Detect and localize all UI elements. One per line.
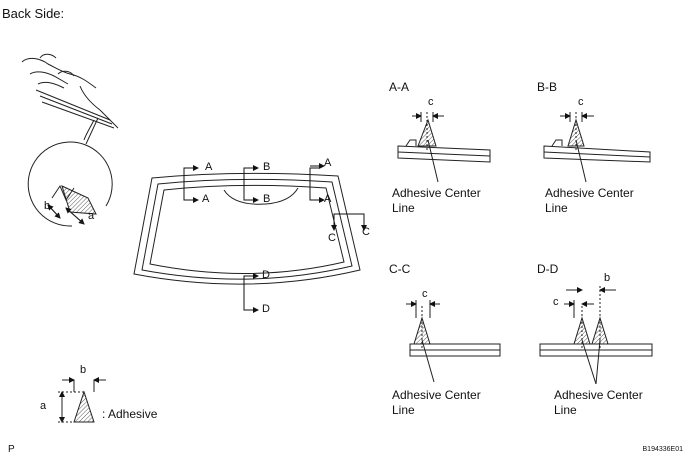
- section-aa-title: A-A: [389, 80, 410, 94]
- cut-label-a-right-top: A: [324, 157, 332, 169]
- windshield-outline: [133, 172, 361, 285]
- section-bb-center-line-label: Adhesive Center Line: [545, 186, 634, 215]
- figure-id: B194336E01: [642, 446, 683, 453]
- legend-adhesive-text: : Adhesive: [102, 407, 158, 421]
- section-cut-marks: [183, 163, 367, 313]
- magnified-bead-detail: [27, 141, 113, 227]
- cut-label-b-bottom: B: [263, 193, 271, 205]
- section-dd-b-label: b: [604, 272, 611, 284]
- adhesive-legend-symbol: [58, 377, 106, 423]
- cut-label-d-bottom: D: [262, 303, 270, 315]
- section-cc-title: C-C: [389, 262, 411, 276]
- section-dd-c-label: c: [553, 296, 559, 308]
- section-aa-c-label: c: [428, 96, 434, 108]
- legend-b-label: b: [80, 364, 87, 376]
- cut-label-b-top: B: [263, 161, 271, 173]
- section-bb-drawing: [543, 112, 651, 183]
- legend-a-label: a: [40, 400, 47, 412]
- section-dd-center-line-label: Adhesive Center Line: [554, 388, 643, 417]
- section-cc-center-line-label: Adhesive Center Line: [392, 388, 481, 417]
- section-aa-center-line-label: Adhesive Center Line: [392, 186, 481, 215]
- page-title: Back Side:: [2, 6, 65, 21]
- section-dd-title: D-D: [537, 262, 559, 276]
- cut-label-c-right: C: [362, 226, 370, 238]
- cut-label-c-left: C: [328, 232, 336, 244]
- section-cc-drawing: [406, 300, 501, 383]
- cut-label-d-top: D: [262, 269, 270, 281]
- section-dd-drawing: [539, 286, 653, 385]
- dimension-a-label: a: [88, 210, 95, 222]
- section-bb-c-label: c: [578, 96, 584, 108]
- section-cc-c-label: c: [422, 288, 428, 300]
- corner-code-left: P: [8, 444, 15, 455]
- section-aa-drawing: [397, 112, 491, 183]
- cut-label-a-left-top: A: [205, 161, 213, 173]
- dimension-b-label: b: [44, 200, 51, 212]
- section-bb-title: B-B: [537, 80, 558, 94]
- cut-label-a-left-bottom: A: [202, 193, 210, 205]
- cut-label-a-right-bottom: A: [324, 193, 332, 205]
- hand-nozzle-illustration: [21, 53, 119, 145]
